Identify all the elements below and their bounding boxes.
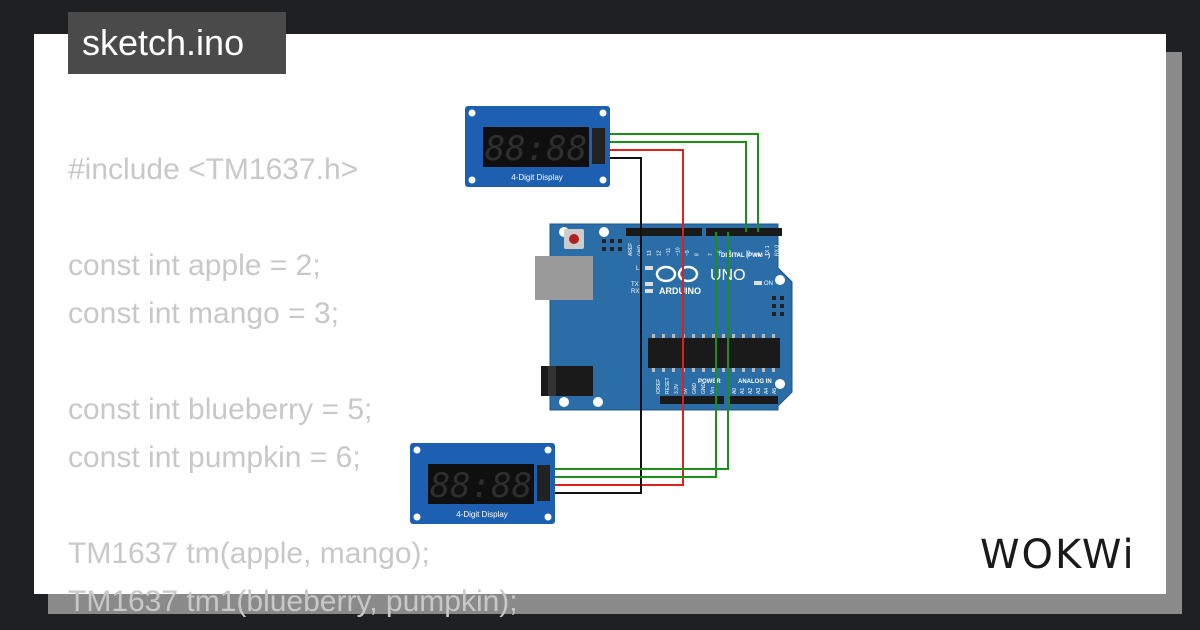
led-tx-label: TX (631, 282, 639, 288)
wire-clk-bottom[interactable] (550, 232, 729, 470)
digits-top: 88:88 (485, 129, 587, 169)
pin-label-d12: 12 (657, 250, 663, 256)
pin-label-d6: ~6 (718, 250, 724, 256)
pin-label-d5: ~5 (727, 250, 733, 256)
wokwi-logo-text: WOKWi (980, 532, 1136, 578)
analog-pin-label: A2 (748, 388, 754, 394)
analog-label: ANALOG IN (738, 379, 772, 385)
code-line: const int apple = 2; (68, 249, 321, 282)
sketch-title: sketch.ino (68, 12, 286, 74)
power-pin-label: IOREF (656, 379, 662, 394)
pin-label-d4: 4 (737, 253, 743, 256)
analog-pin-label: A1 (740, 388, 746, 394)
pin-label-aref: AREF (628, 243, 634, 256)
code-line: const int mango = 3; (68, 297, 339, 330)
power-pin-label: 5V (683, 387, 689, 394)
tm1637-display-top[interactable]: 88:88 4-Digit Display (465, 106, 610, 187)
digits-bottom: 88:88 (430, 466, 532, 506)
power-header (660, 396, 724, 404)
pin-label-d13: 13 (647, 250, 653, 256)
pin-label-d9: ~9 (685, 250, 691, 256)
wire-gnd[interactable] (550, 157, 642, 494)
pin-label-d3: ~3 (746, 250, 752, 256)
power-label: POWER (698, 379, 721, 385)
code-line: const int blueberry = 5; (68, 393, 373, 426)
code-line: const int pumpkin = 6; (68, 441, 361, 474)
code-preview: #include <TM1637.h> const int apple = 2; c… (68, 146, 518, 626)
usb-connector (535, 256, 593, 300)
digital-header-low (706, 228, 782, 236)
wire-vcc[interactable] (550, 149, 684, 486)
code-line: TM1637 tm1(blueberry, pumpkin); (68, 585, 518, 618)
power-pin-label: GND (692, 383, 698, 395)
tm1637-display-bottom[interactable]: 88:88 4-Digit Display (410, 443, 555, 524)
wire-dio-top[interactable] (605, 141, 747, 232)
analog-pin-label: A5 (772, 388, 778, 394)
power-pin-label: Vin (710, 387, 716, 394)
analog-pin-label: A4 (764, 388, 770, 394)
pin-label-d8: 8 (695, 253, 701, 256)
display-label-top: 4-Digit Display (511, 173, 563, 182)
digital-header-high (626, 228, 702, 236)
pin-label-d2: 2 (756, 253, 762, 256)
led-l-label: L (636, 266, 640, 272)
led-rx-label: RX (631, 289, 639, 295)
pin-label-d10: ~10 (676, 247, 682, 256)
code-line: TM1637 tm(apple, mango); (68, 537, 430, 570)
analog-header (730, 396, 778, 404)
digital-label: DIGITAL (PWM ~) (721, 253, 770, 259)
arduino-uno-board[interactable]: UNO ARDUINO DIGITAL (PWM ~) POWER ANALOG… (535, 223, 793, 411)
led-on-label: ON (764, 281, 773, 287)
pin-label-d1: TX 1 (765, 245, 771, 256)
code-line: #include <TM1637.h> (68, 153, 359, 186)
wire-dio-bottom[interactable] (550, 232, 717, 478)
arduino-logo-icon (655, 265, 699, 283)
power-pin-label: RESET (665, 377, 671, 394)
board-brand: ARDUINO (659, 286, 701, 296)
power-pin-label: GND (701, 383, 707, 395)
wokwi-logo: WOKWi (980, 532, 1136, 578)
power-pin-label: 3.3V (674, 383, 680, 394)
pin-label-d7: 7 (708, 253, 714, 256)
analog-pin-label: A3 (756, 388, 762, 394)
display-label-bottom: 4-Digit Display (456, 510, 508, 519)
pin-label-d0: RX 0 (775, 245, 781, 256)
wire-clk-top[interactable] (605, 133, 759, 232)
pin-label-d11: ~11 (666, 248, 672, 256)
analog-pin-label: A0 (732, 388, 738, 394)
atmega-chip (648, 338, 780, 368)
